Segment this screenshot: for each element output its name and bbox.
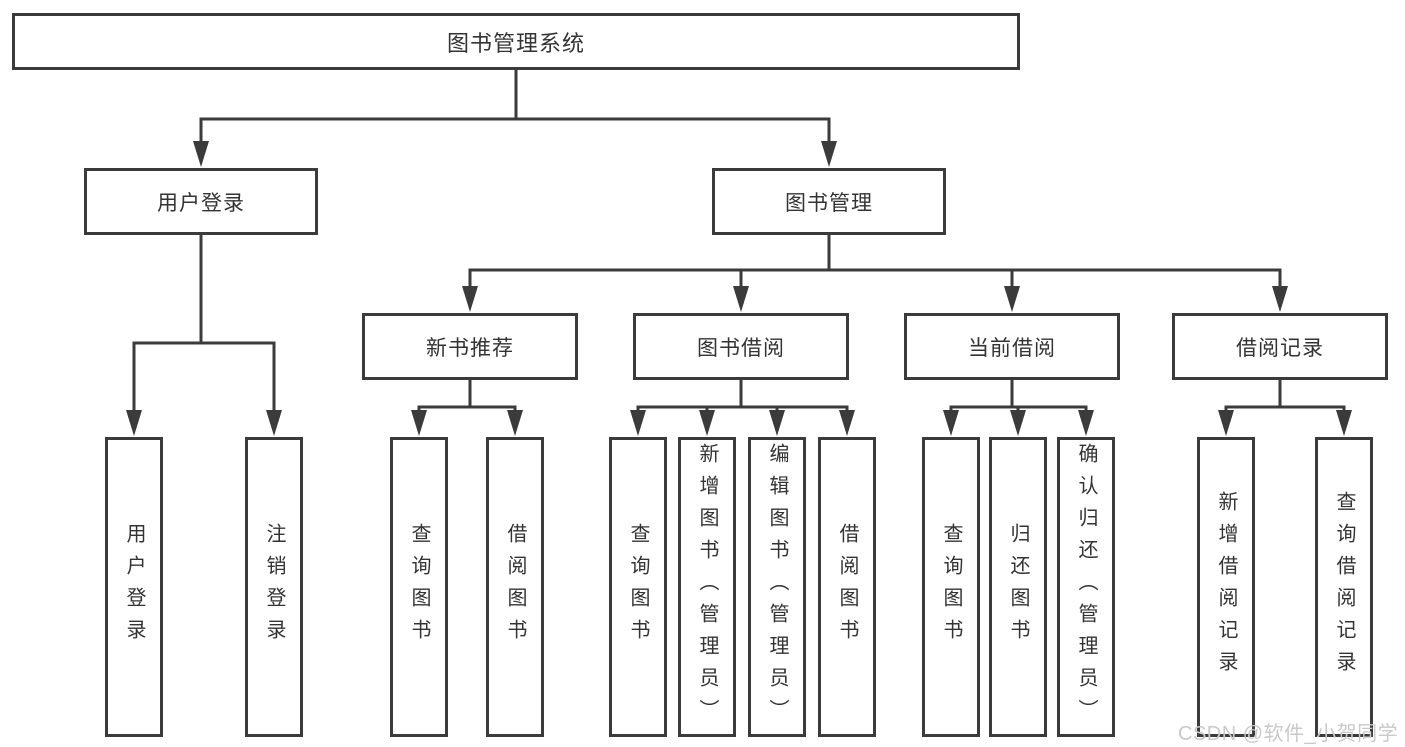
node-current-borrowing: 当前借阅 <box>904 313 1120 380</box>
node-label: 用户登录 <box>123 523 145 651</box>
node-label: 查询图书 <box>940 523 962 651</box>
node-user-login-leaf: 用户登录 <box>105 437 163 737</box>
node-logout: 注销登录 <box>245 437 303 737</box>
node-label: 归还图书 <box>1007 523 1029 651</box>
node-book-management: 图书管理 <box>712 168 946 235</box>
node-label: 新增图书（管理员） <box>696 443 718 731</box>
arrowhead-icons <box>126 141 1352 436</box>
node-label: 查询图书 <box>408 523 430 651</box>
node-cb-confirm-return-admin: 确认归还（管理员） <box>1057 437 1115 737</box>
node-bb-borrow-books: 借阅图书 <box>818 437 876 737</box>
node-label: 查询借阅记录 <box>1333 491 1355 683</box>
node-label: 确认归还（管理员） <box>1075 443 1097 731</box>
csdn-watermark: CSDN @软件_小贺同学 <box>1178 723 1399 745</box>
node-label: 注销登录 <box>263 523 285 651</box>
node-bb-add-books-admin: 新增图书（管理员） <box>678 437 736 737</box>
node-label: 借阅图书 <box>836 523 858 651</box>
node-bb-edit-books-admin: 编辑图书（管理员） <box>748 437 806 737</box>
node-library-management-system: 图书管理系统 <box>12 13 1020 70</box>
node-nbr-query-books: 查询图书 <box>390 437 448 737</box>
node-label: 借阅图书 <box>504 523 526 651</box>
node-br-query-record: 查询借阅记录 <box>1315 437 1373 737</box>
node-cb-query-books: 查询图书 <box>922 437 980 737</box>
node-book-borrowing: 图书借阅 <box>633 313 849 380</box>
node-br-add-record: 新增借阅记录 <box>1197 437 1255 737</box>
node-nbr-borrow-books: 借阅图书 <box>486 437 544 737</box>
node-label: 查询图书 <box>627 523 649 651</box>
node-cb-return-books: 归还图书 <box>989 437 1047 737</box>
node-new-book-recommendation: 新书推荐 <box>362 313 578 380</box>
node-borrowing-records: 借阅记录 <box>1172 313 1388 380</box>
node-label: 编辑图书（管理员） <box>766 443 788 731</box>
node-user-login: 用户登录 <box>84 168 318 235</box>
node-bb-query-books: 查询图书 <box>609 437 667 737</box>
node-label: 新增借阅记录 <box>1215 491 1237 683</box>
